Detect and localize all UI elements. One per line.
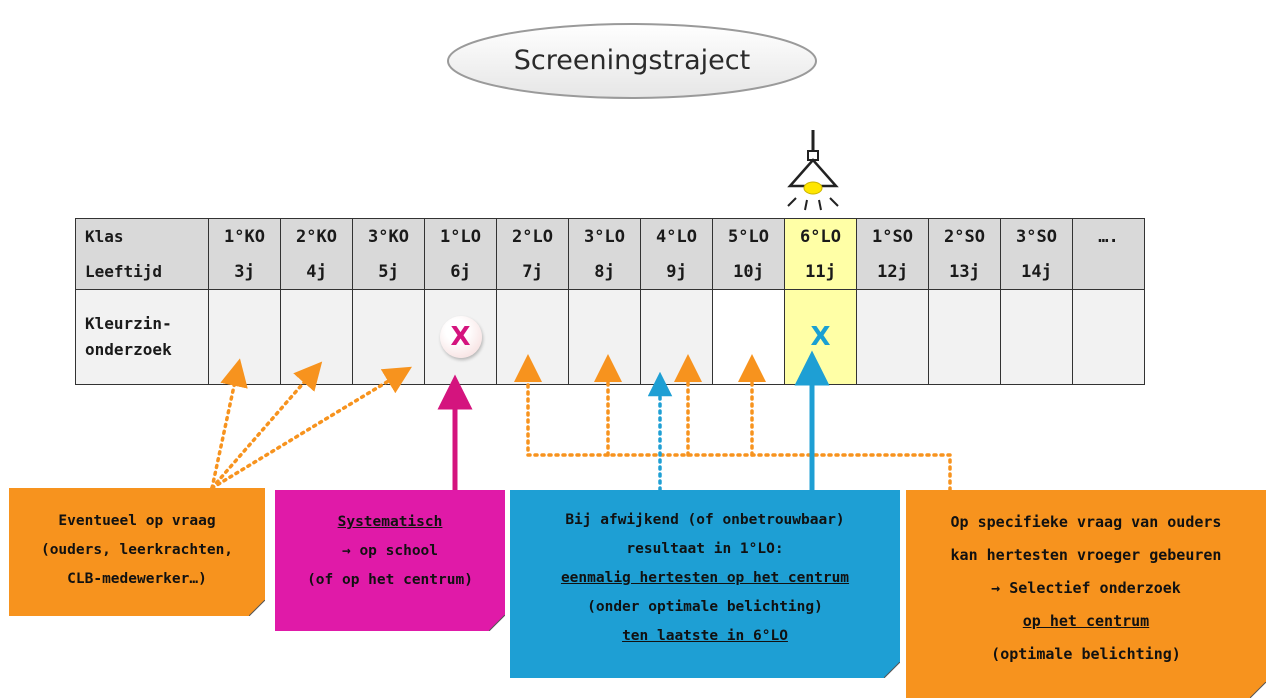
klas-cell: 3°LO (568, 218, 641, 254)
note-line: (onder optimale belichting) (587, 599, 823, 615)
leeftijd-cell (1072, 254, 1145, 290)
row-label-line: onderzoek (85, 340, 172, 359)
page-fold-icon (489, 615, 505, 631)
test-cell (640, 289, 713, 385)
klas-cell: 1°LO (424, 218, 497, 254)
note-line: → op school (341, 543, 439, 559)
note-line: ten laatste in 6°LO (622, 628, 788, 644)
klas-cell: 5°LO (712, 218, 785, 254)
row-label-kleurzinonderzoek: Kleurzin- onderzoek (75, 289, 209, 385)
note-line: Systematisch (337, 514, 443, 530)
leeftijd-cell: 8j (568, 254, 641, 290)
kleurzin-row: Kleurzin- onderzoek X X (75, 289, 1145, 385)
test-cell (1072, 289, 1145, 385)
note-line: (ouders, leerkrachten, (40, 542, 234, 558)
note-line: (optimale belichting) (991, 645, 1181, 663)
note-line: op het centrum (1022, 612, 1150, 630)
leeftijd-cell: 4j (280, 254, 353, 290)
klas-cell: 3°KO (352, 218, 425, 254)
test-cell (568, 289, 641, 385)
note-line: Bij afwijkend (of onbetrouwbaar) (565, 512, 845, 528)
note-line: (of op het centrum) (307, 572, 473, 588)
page-fold-icon (884, 662, 900, 678)
test-cell-1lo: X (424, 289, 497, 385)
klas-cell: 3°SO (1000, 218, 1073, 254)
leeftijd-cell: 13j (928, 254, 1001, 290)
note-retest: Bij afwijkend (of onbetrouwbaar) resulta… (510, 490, 900, 678)
note-line: resultaat in 1°LO: (626, 541, 784, 557)
leeftijd-cell: 14j (1000, 254, 1073, 290)
page-fold-icon (249, 600, 265, 616)
leeftijd-cell: 10j (712, 254, 785, 290)
klas-cell: 4°LO (640, 218, 713, 254)
test-cell (856, 289, 929, 385)
klas-row: Klas 1°KO 2°KO 3°KO 1°LO 2°LO 3°LO 4°LO … (75, 218, 1145, 254)
page-title: Screeningstraject (513, 45, 751, 76)
klas-cell: 2°LO (496, 218, 569, 254)
note-line: eenmalig hertesten op het centrum (560, 570, 850, 586)
specific-request-arrows (514, 354, 952, 492)
note-systematic: Systematisch → op school (of op het cent… (275, 490, 505, 631)
klas-cell: 1°SO (856, 218, 929, 254)
leeftijd-cell: 6j (424, 254, 497, 290)
leeftijd-cell: 3j (208, 254, 281, 290)
ceiling-lamp-icon (776, 128, 846, 214)
on-request-arrows (210, 358, 412, 490)
row-label-line: Kleurzin- (85, 314, 172, 333)
note-line: CLB-medewerker…) (67, 571, 207, 587)
note-line: → Selectief onderzoek (991, 579, 1181, 597)
leeftijd-row: Leeftijd 3j 4j 5j 6j 7j 8j 9j 10j 11j 12… (75, 254, 1145, 290)
klas-cell: 2°SO (928, 218, 1001, 254)
klas-cell: …. (1072, 218, 1145, 254)
retest-mark: X (810, 322, 831, 352)
note-specific-request: Op specifieke vraag van ouders kan herte… (906, 490, 1266, 698)
note-line: Op specifieke vraag van ouders (950, 513, 1222, 531)
title-ellipse: Screeningstraject (444, 20, 820, 102)
screening-table: Klas 1°KO 2°KO 3°KO 1°LO 2°LO 3°LO 4°LO … (75, 218, 1145, 385)
leeftijd-cell: 12j (856, 254, 929, 290)
retest-arrows (647, 350, 830, 492)
klas-cell-highlighted: 6°LO (784, 218, 857, 254)
klas-cell: 2°KO (280, 218, 353, 254)
note-on-request: Eventueel op vraag (ouders, leerkrachten… (9, 488, 265, 616)
test-cell (1000, 289, 1073, 385)
leeftijd-cell: 9j (640, 254, 713, 290)
note-line: Eventueel op vraag (58, 513, 216, 529)
row-label-klas: Klas (75, 218, 209, 254)
note-line: kan hertesten vroeger gebeuren (950, 546, 1222, 564)
test-cell (496, 289, 569, 385)
page-fold-icon (1250, 682, 1266, 698)
klas-cell: 1°KO (208, 218, 281, 254)
systematic-test-mark: X (439, 316, 482, 358)
